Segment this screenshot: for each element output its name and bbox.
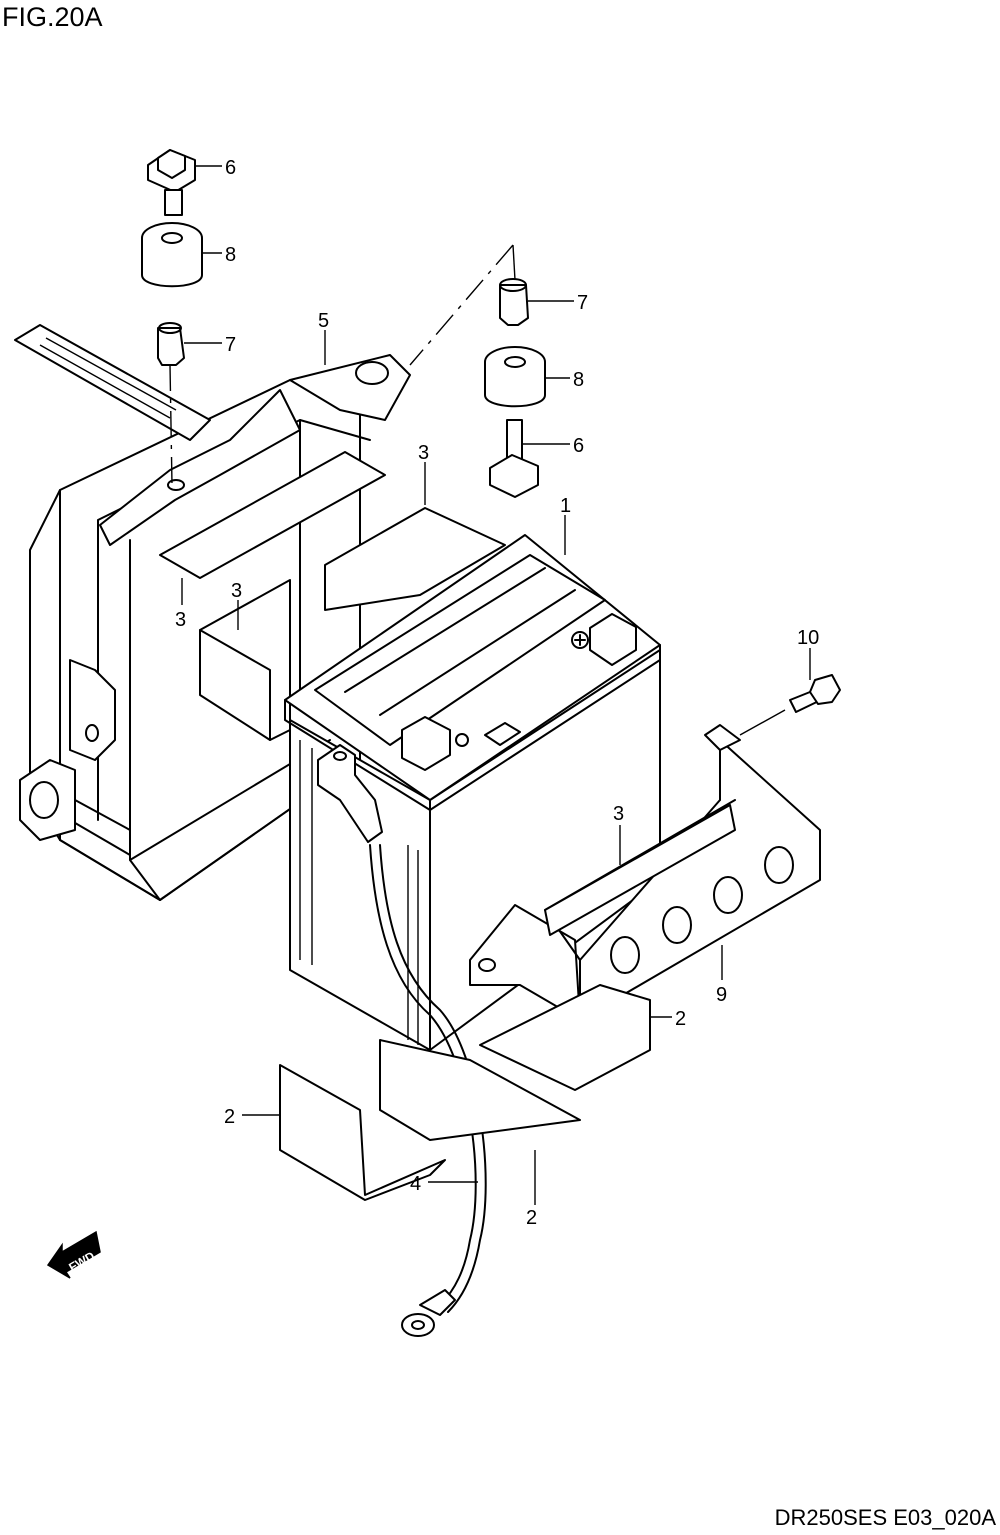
svg-text:2: 2 [224, 1106, 235, 1128]
cushion-top[interactable] [159, 451, 386, 579]
assembly-line-right [409, 244, 514, 366]
spacer-right[interactable] [499, 278, 529, 326]
figure-title: FIG.20A [2, 2, 103, 32]
svg-text:10: 10 [797, 627, 819, 649]
grommet-right[interactable] [484, 346, 546, 408]
svg-text:5: 5 [318, 310, 329, 332]
svg-text:9: 9 [716, 984, 727, 1006]
svg-text:7: 7 [225, 334, 236, 356]
svg-text:6: 6 [573, 435, 584, 457]
bolt-right[interactable] [489, 419, 539, 498]
svg-text:3: 3 [613, 803, 624, 825]
svg-text:2: 2 [675, 1008, 686, 1030]
fwd-arrow-icon: FWD [46, 1230, 101, 1279]
callouts: 6 8 7 7 8 6 5 3 1 3 3 10 3 9 2 2 4 2 [175, 157, 819, 1229]
svg-text:8: 8 [573, 369, 584, 391]
svg-text:7: 7 [577, 292, 588, 314]
assembly-line-bolt10 [739, 709, 786, 736]
svg-text:4: 4 [410, 1173, 421, 1195]
spacer-left[interactable] [157, 322, 185, 366]
bolt-holder[interactable] [789, 674, 841, 713]
cushion-left[interactable] [199, 579, 291, 741]
battery-pad-bottom[interactable] [379, 1039, 581, 1141]
cushion-back[interactable] [324, 507, 506, 611]
bolt-top-left[interactable] [147, 149, 196, 216]
battery-pad-left[interactable] [279, 1064, 446, 1201]
assembly-line-left [169, 364, 173, 486]
svg-text:3: 3 [175, 609, 186, 631]
battery-pad-right[interactable] [479, 984, 651, 1091]
cushion-holder[interactable] [544, 804, 736, 936]
drawing-code: DR250SES E03_020A [774, 1505, 996, 1530]
svg-text:8: 8 [225, 244, 236, 266]
assembly-line-right-2 [512, 244, 516, 281]
svg-text:2: 2 [526, 1207, 537, 1229]
svg-text:3: 3 [418, 442, 429, 464]
svg-text:3: 3 [231, 580, 242, 602]
grommet-top-left[interactable] [141, 222, 203, 288]
svg-text:1: 1 [560, 495, 571, 517]
svg-text:6: 6 [225, 157, 236, 179]
